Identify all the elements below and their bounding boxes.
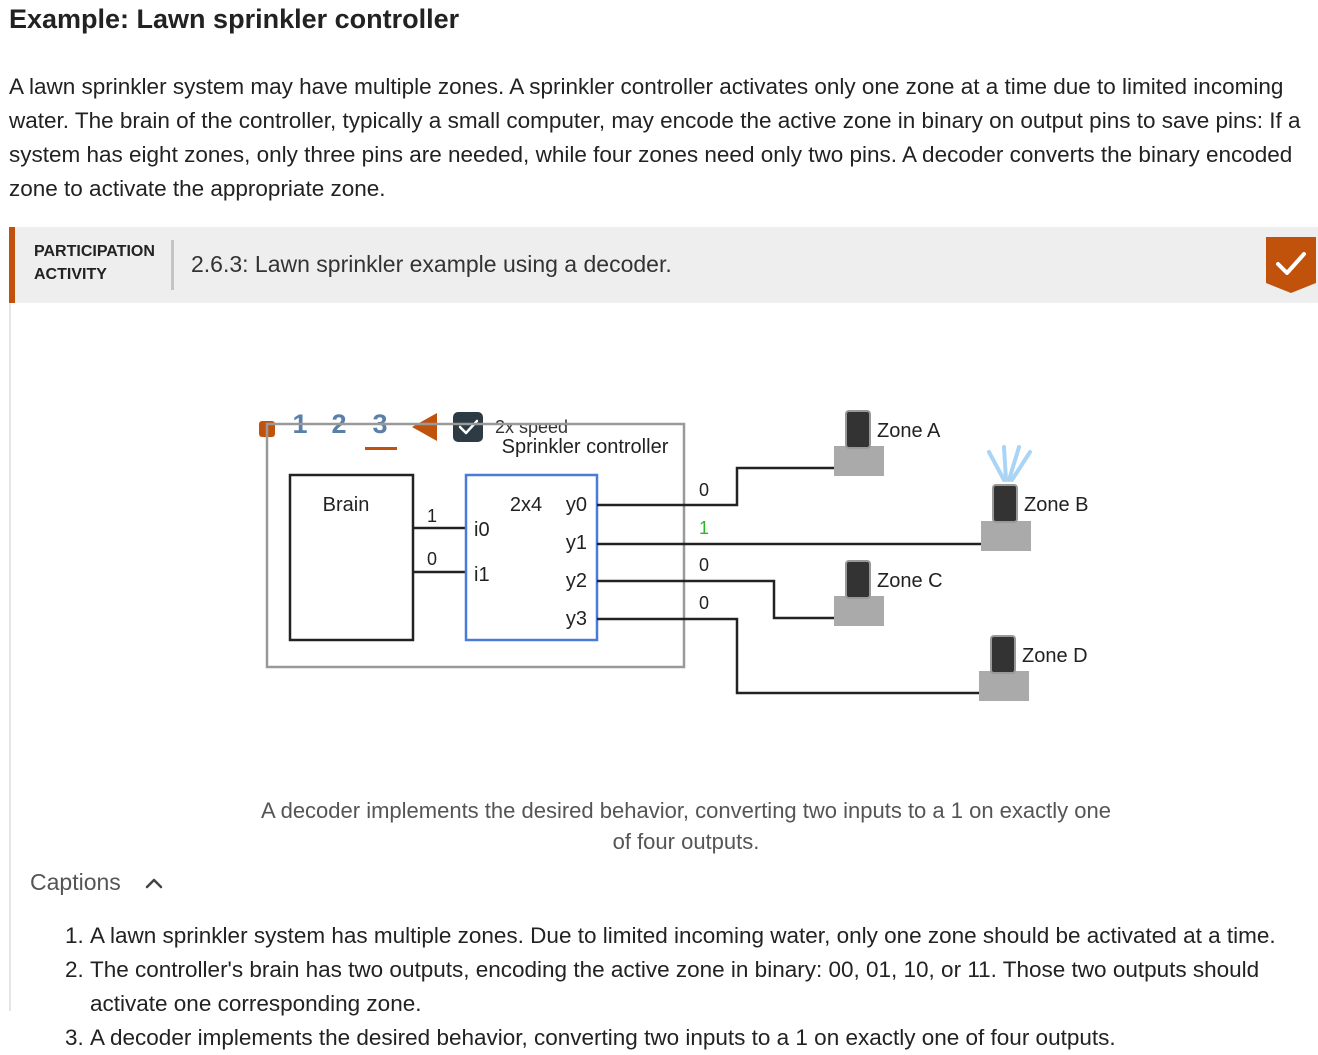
intro-paragraph: A lawn sprinkler system may have multipl… <box>9 74 1301 201</box>
output-value-y1: 1 <box>699 518 709 538</box>
wire-y2 <box>597 579 836 620</box>
back-arrow-icon[interactable] <box>409 411 439 443</box>
output-value-y0: 0 <box>699 480 709 500</box>
decoder-output-y1: y1 <box>566 532 587 554</box>
zone-d-label: Zone D <box>1022 645 1088 667</box>
completed-check-icon <box>1266 237 1316 293</box>
participation-activity: PARTICIPATION ACTIVITY 2.6.3: Lawn sprin… <box>9 227 1318 1050</box>
zone-a-sprinkler-icon <box>834 410 884 476</box>
activity-type-label: PARTICIPATION ACTIVITY <box>34 240 164 286</box>
speed-checkbox[interactable] <box>453 412 483 442</box>
caption-item: A lawn sprinkler system has multiple zon… <box>90 919 1318 953</box>
animation-caption: A decoder implements the desired behavio… <box>261 798 1111 854</box>
output-value-y2: 0 <box>699 555 709 575</box>
captions-list: A lawn sprinkler system has multiple zon… <box>63 919 1318 1055</box>
wire-y3 <box>597 617 981 695</box>
zone-b-label: Zone B <box>1024 494 1088 516</box>
controller-box <box>265 422 686 669</box>
header-divider <box>171 240 174 290</box>
zone-a-label: Zone A <box>877 420 941 442</box>
activity-type-text: PARTICIPATION ACTIVITY <box>34 243 155 283</box>
brain-box <box>288 473 415 642</box>
output-value-y3: 0 <box>699 593 709 613</box>
speed-label: 2x speed <box>495 417 569 437</box>
decoder-output-y3: y3 <box>566 608 587 630</box>
activity-header: PARTICIPATION ACTIVITY 2.6.3: Lawn sprin… <box>9 227 1318 303</box>
caption-item: A decoder implements the desired behavio… <box>90 1021 1318 1055</box>
captions-toggle[interactable]: Captions <box>30 869 121 895</box>
decoder-input-i0: i0 <box>474 519 490 541</box>
decoder-output-y0: y0 <box>566 494 587 516</box>
current-step-indicator <box>365 447 397 450</box>
brain-output-top-value: 1 <box>427 506 437 526</box>
decoder-input-i1: i1 <box>474 564 490 586</box>
activity-title: 2.6.3: Lawn sprinkler example using a de… <box>191 251 672 277</box>
page-title: Example: Lawn sprinkler controller <box>9 4 460 34</box>
decoder-output-y2: y2 <box>566 570 587 592</box>
zone-c-sprinkler-icon <box>834 560 884 626</box>
brain-output-bottom-value: 0 <box>427 549 437 569</box>
zone-b-sprinkler-icon <box>981 445 1032 551</box>
wire-y0 <box>597 466 836 507</box>
controller-label: Sprinkler controller <box>502 436 669 458</box>
chevron-up-icon[interactable] <box>144 876 164 890</box>
decoder-label: 2x4 <box>510 494 542 516</box>
sprinkler-diagram: Sprinkler controller Brain 1 0 2x4 i0 i1… <box>265 410 1088 701</box>
zone-c-label: Zone C <box>877 570 943 592</box>
activity-body: 1 2 3 2x speed Sprinkler controller Brai… <box>9 303 1318 1050</box>
zone-d-sprinkler-icon <box>979 635 1029 701</box>
decoder-box <box>464 473 599 642</box>
brain-label: Brain <box>323 494 370 516</box>
